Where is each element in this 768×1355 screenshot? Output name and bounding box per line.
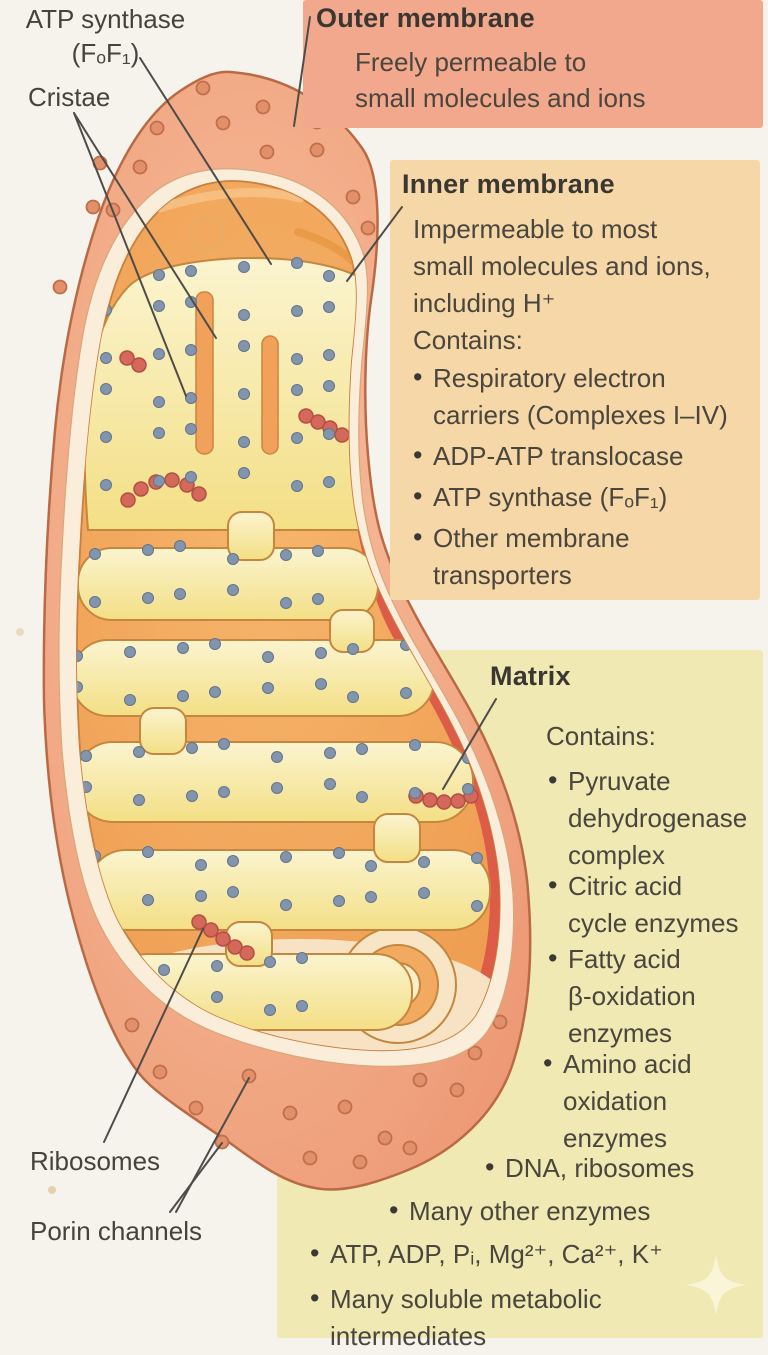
matrix-contains-label: Contains: <box>546 721 656 751</box>
atp-synthase-label: ATP synthase (FₒF₁) <box>25 4 186 68</box>
leader-porin-2 <box>175 1077 250 1213</box>
matrix-bullet-citric: Citric acid cycle enzymes <box>548 867 758 942</box>
paper-speck <box>16 628 24 636</box>
cristae-label: Cristae <box>28 82 111 112</box>
porin-channels-label: Porin channels <box>30 1216 202 1246</box>
inner-membrane-description: Impermeable to most small molecules and … <box>413 214 711 318</box>
membrane-bump <box>190 217 224 251</box>
inner-membrane-callout-box: Inner membrane Impermeable to most small… <box>390 160 760 600</box>
inner-bullet-atp-synthase: ATP synthase (FₒF₁) <box>413 478 753 516</box>
matrix-bullet-amino: Amino acid oxidation enzymes <box>543 1045 758 1157</box>
outer-membrane-callout-box: Outer membrane Freely permeable to small… <box>303 0 763 128</box>
matrix-title: Matrix <box>490 661 571 691</box>
inner-bullet-transporters: Other membrane transporters <box>413 519 753 594</box>
dome-channels <box>195 291 279 455</box>
leader-cristae-1 <box>73 112 187 397</box>
paper-speck <box>48 1186 56 1194</box>
matrix-bullet-dna: DNA, ribosomes <box>485 1149 755 1187</box>
inner-membrane-title: Inner membrane <box>402 169 615 199</box>
ribosomes-label: Ribosomes <box>30 1146 161 1176</box>
outer-membrane-title: Outer membrane <box>316 3 535 33</box>
inner-bullet-translocase: ADP-ATP translocase <box>413 437 753 475</box>
membrane-fold-line <box>294 228 370 280</box>
matrix-callout-box: Matrix Contains: Pyruvate dehydrogenase … <box>277 650 763 1351</box>
inner-bullet-respiratory: Respiratory electron carriers (Complexes… <box>413 359 753 434</box>
leader-porin-1 <box>169 1142 223 1213</box>
inner-membrane-bullet-list: Respiratory electron carriers (Complexes… <box>413 359 753 598</box>
inner-membrane-contains-label: Contains: <box>413 325 523 355</box>
matrix-bullet-ions: ATP, ADP, Pᵢ, Mg²⁺, Ca²⁺, K⁺ <box>310 1235 730 1273</box>
matrix-bullet-fatty: Fatty acid β-oxidation enzymes <box>548 940 758 1052</box>
matrix-bullet-enzymes: Many other enzymes <box>389 1192 709 1230</box>
leader-ribosomes <box>103 928 204 1143</box>
leader-cristae-2 <box>73 112 217 339</box>
matrix-bullet-pyruvate: Pyruvate dehydrogenase complex <box>548 762 758 874</box>
leader-atp-synthase <box>139 57 272 265</box>
membrane-highlight <box>155 188 305 213</box>
outer-membrane-description: Freely permeable to small molecules and … <box>355 47 646 113</box>
